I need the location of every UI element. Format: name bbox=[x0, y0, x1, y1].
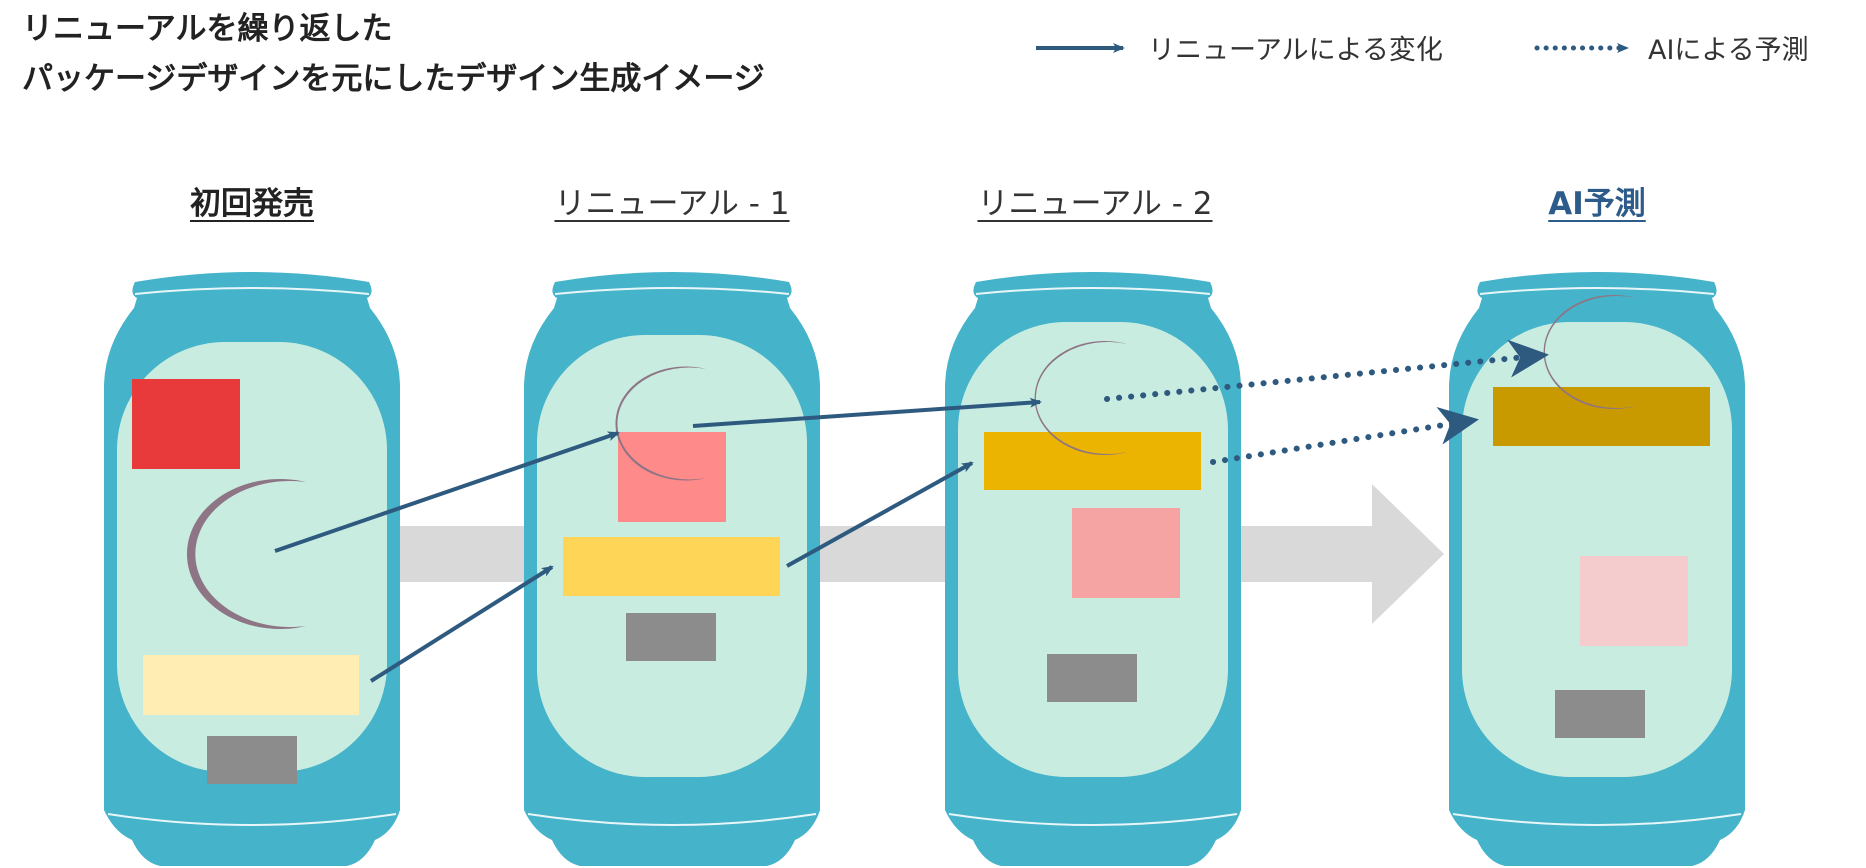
red-square bbox=[132, 379, 240, 469]
column-label-renewal-1: リニューアル - 1 bbox=[554, 186, 790, 222]
gray-block bbox=[1047, 654, 1137, 702]
salmon-square bbox=[618, 432, 726, 522]
can-top-rim bbox=[1479, 287, 1715, 295]
pink-square bbox=[1072, 508, 1180, 598]
column-label-ai-prediction: AI予測 bbox=[1548, 186, 1646, 222]
arrow-moon-to-renewal-1 bbox=[274, 431, 620, 553]
can-top-rim bbox=[554, 287, 790, 295]
can-bottom-rim bbox=[948, 813, 1238, 826]
can-renewal-1 bbox=[524, 272, 820, 866]
gray-block bbox=[1555, 690, 1645, 738]
pale-pink-square bbox=[1580, 556, 1688, 646]
arrow-moon-to-renewal-2 bbox=[692, 397, 1042, 428]
light-yellow-bar bbox=[143, 655, 359, 715]
can-renewal-2 bbox=[945, 272, 1241, 866]
diagram-title: リニューアルを繰り返した パッケージデザインを元にしたデザイン生成イメージ bbox=[22, 4, 922, 104]
yellow-bar bbox=[563, 537, 780, 596]
can-top-rim bbox=[975, 287, 1211, 295]
title-line-1: リニューアルを繰り返した bbox=[22, 11, 393, 47]
dotted-arrow-bar-to-ai bbox=[1210, 406, 1479, 465]
arrow-bar-to-renewal-1 bbox=[369, 565, 554, 683]
can-bottom-rim bbox=[107, 813, 397, 826]
can-top-rim bbox=[134, 287, 370, 295]
can-bottom-rim bbox=[1452, 813, 1742, 826]
title-line-2: パッケージデザインを元にしたデザイン生成イメージ bbox=[22, 61, 765, 97]
gray-block bbox=[207, 736, 297, 784]
gray-block bbox=[626, 613, 716, 661]
can-bottom-rim bbox=[527, 813, 817, 826]
column-label-initial-release: 初回発売 bbox=[190, 186, 314, 222]
arrow-bar-to-renewal-2 bbox=[786, 461, 974, 568]
can-ai-prediction bbox=[1449, 272, 1745, 866]
column-label-renewal-2: リニューアル - 2 bbox=[977, 186, 1213, 222]
dotted-arrow-moon-to-ai bbox=[1104, 339, 1549, 402]
legend-solid-label: リニューアルによる変化 bbox=[1148, 35, 1443, 66]
background-flow-arrow bbox=[395, 484, 1444, 624]
legend-dotted-label: AIによる予測 bbox=[1648, 35, 1809, 66]
gold-bar bbox=[984, 432, 1201, 490]
dark-gold-bar bbox=[1493, 387, 1710, 446]
can-initial-release bbox=[104, 272, 400, 866]
